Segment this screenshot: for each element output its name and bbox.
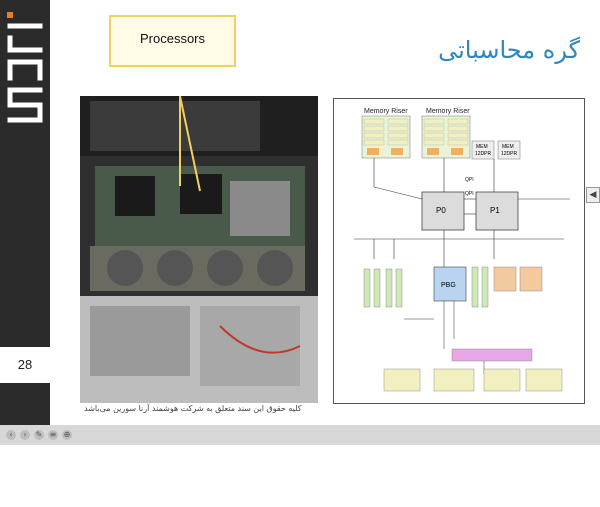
mem-label-2: MEM	[502, 144, 514, 150]
riser-label-1: Memory Riser	[364, 108, 408, 115]
block-diagram: Memory Riser Memory Riser MEM 12DPR MEM …	[333, 98, 585, 404]
pbg-label: PBG	[441, 282, 456, 289]
menu-icon[interactable]: ≡	[48, 430, 58, 440]
qpi-label-2: QPI	[465, 191, 474, 197]
processors-callout: Processors	[109, 15, 236, 67]
presentation-controls: ‹ › ✎ ≡ ⊕	[0, 425, 600, 445]
server-photo	[80, 96, 318, 403]
cpu1-label: P1	[490, 206, 500, 215]
copyright-caption: کلیه حقوق این سند متعلق به شرکت هوشمند آ…	[84, 404, 302, 413]
slide-title: گره محاسباتی	[438, 36, 580, 64]
mem-sub-2: 12DPR	[501, 151, 518, 157]
surin-logo	[7, 12, 43, 123]
page-number: 28	[0, 347, 50, 383]
callout-label: Processors	[139, 31, 206, 46]
next-slide-icon[interactable]: ◀	[586, 187, 600, 203]
next-icon[interactable]: ›	[20, 430, 30, 440]
mem-label-1: MEM	[476, 144, 488, 150]
cpu0-label: P0	[436, 206, 446, 215]
mem-sub-1: 12DPR	[475, 151, 492, 157]
sidebar: surin.ir 28	[0, 0, 50, 507]
site-label: surin.ir	[25, 458, 41, 507]
riser-label-2: Memory Riser	[426, 108, 470, 115]
qpi-label-1: QPI	[465, 177, 474, 183]
pen-icon[interactable]: ✎	[34, 430, 44, 440]
zoom-icon[interactable]: ⊕	[62, 430, 72, 440]
prev-icon[interactable]: ‹	[6, 430, 16, 440]
